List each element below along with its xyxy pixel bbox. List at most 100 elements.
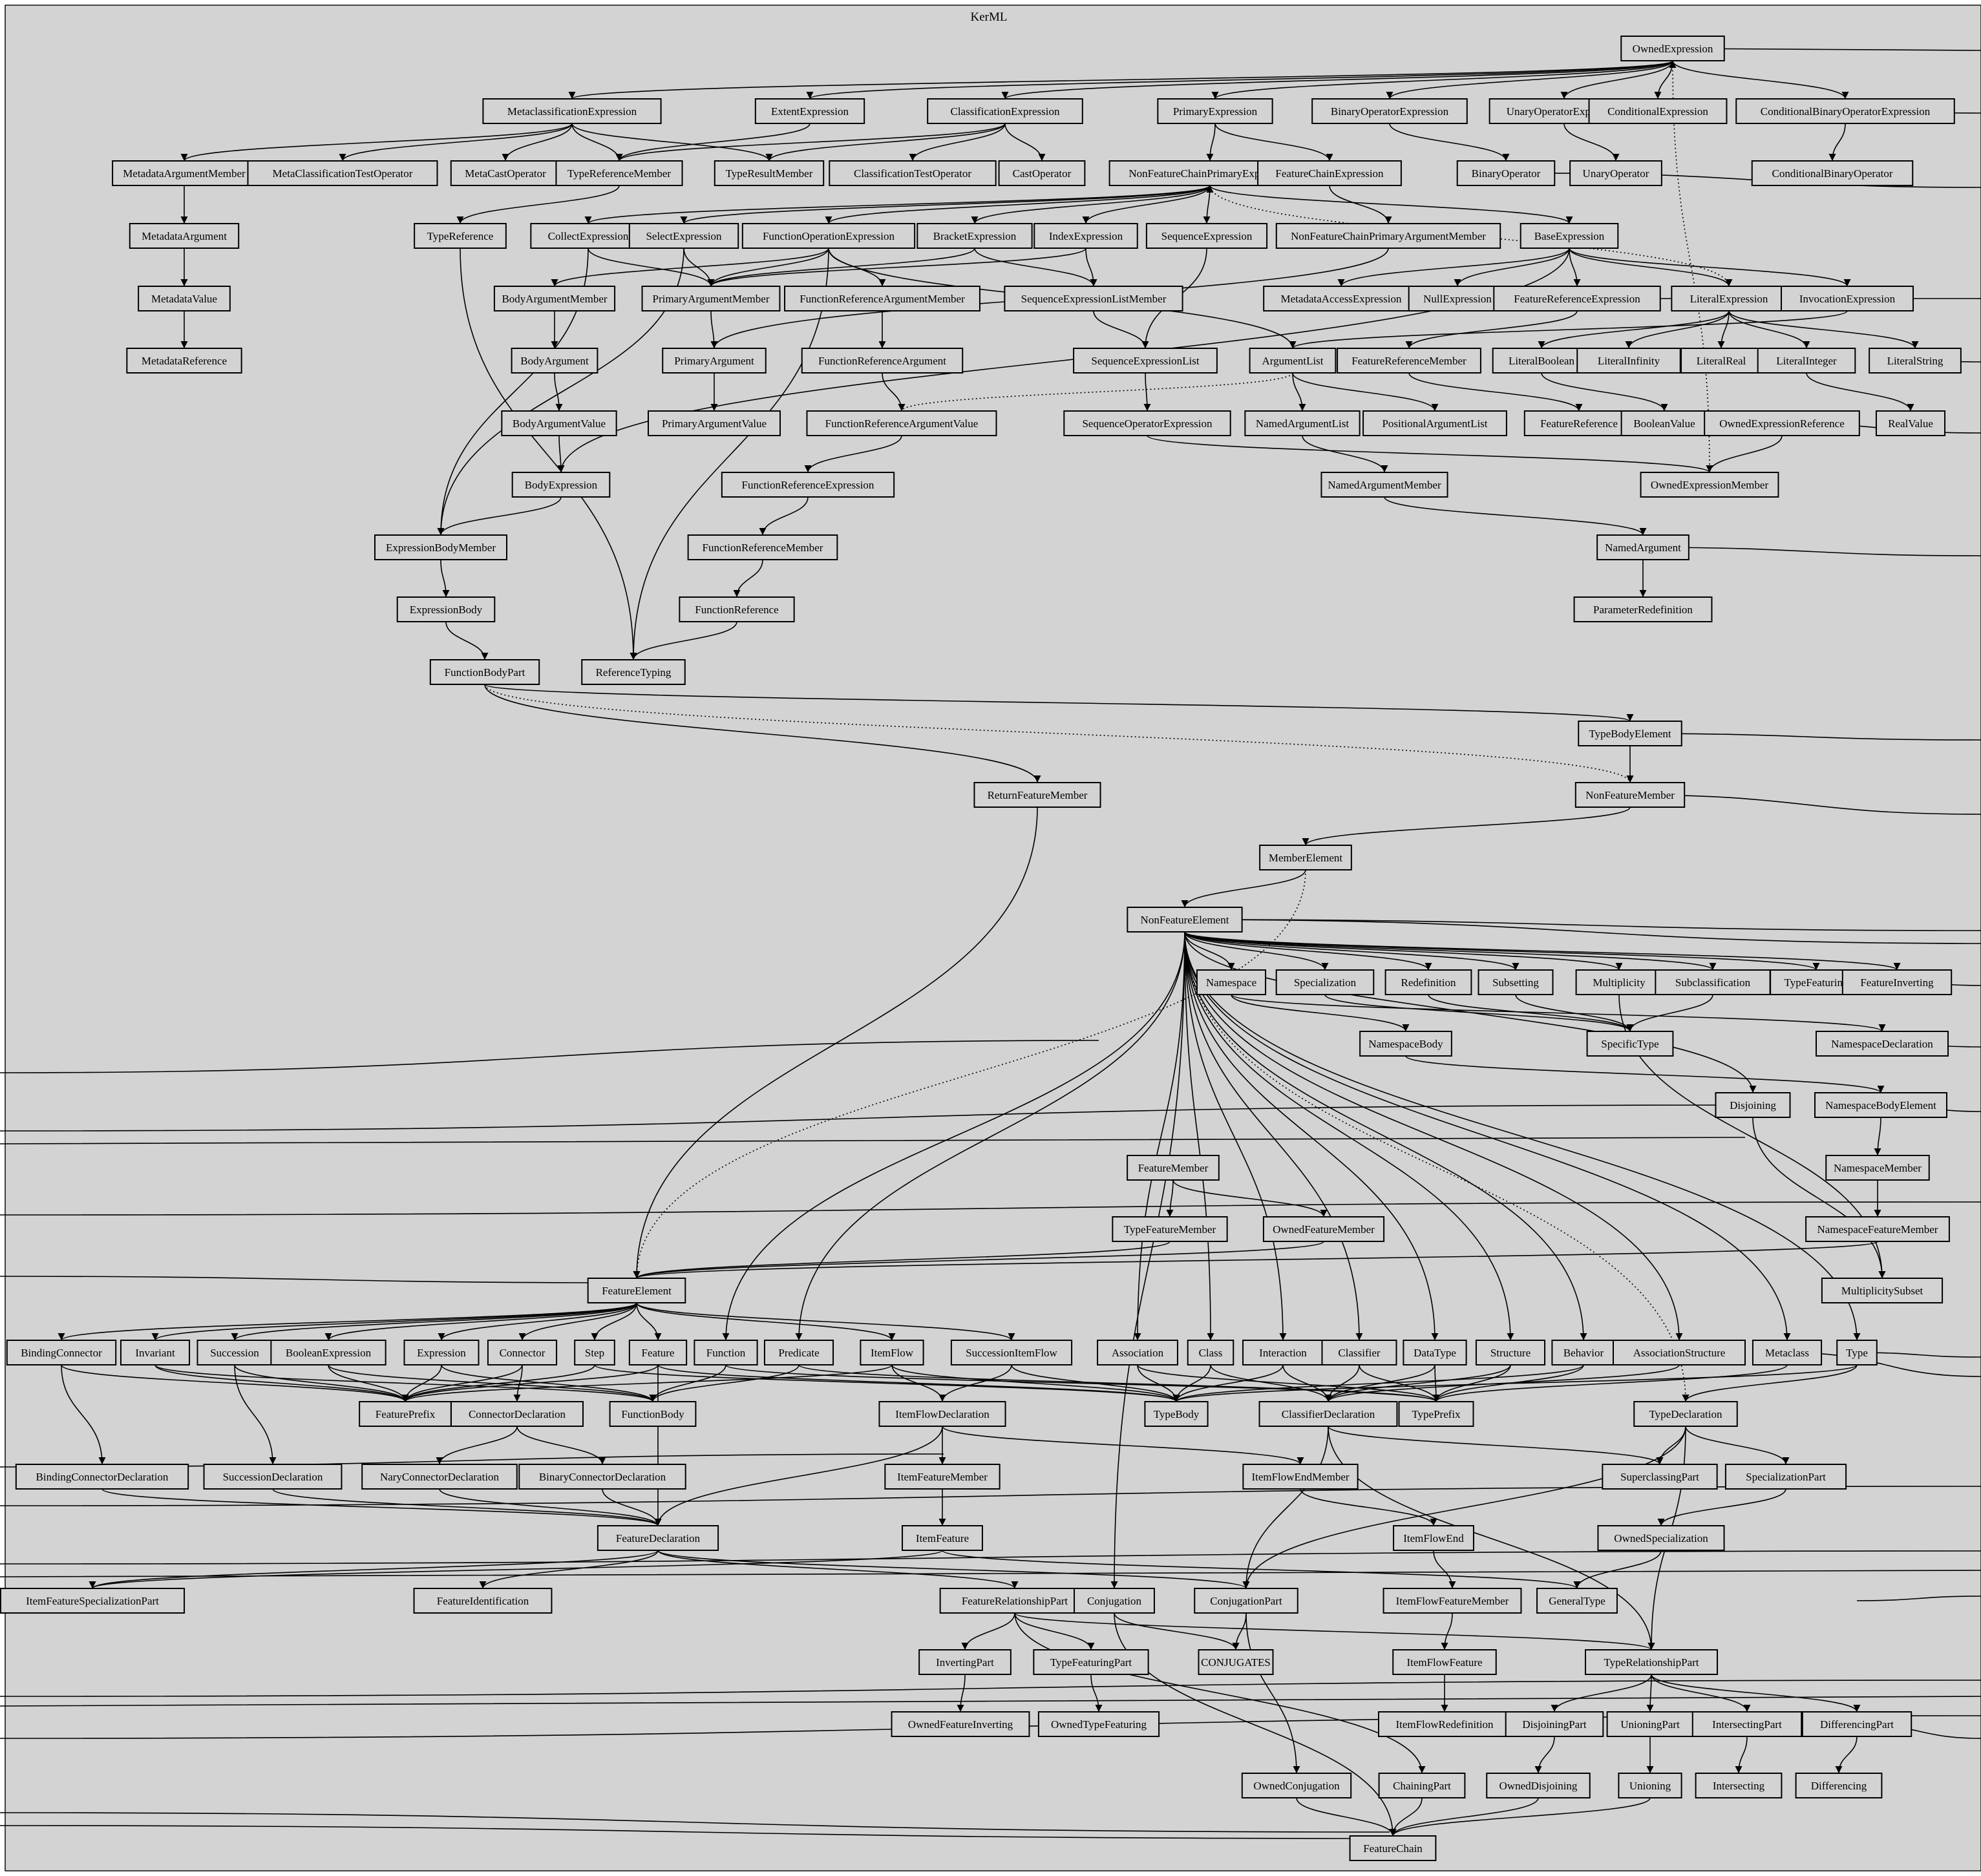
node-label: TypeBodyElement xyxy=(1589,728,1671,740)
node-box xyxy=(1781,286,1914,311)
node-box xyxy=(1263,286,1419,311)
node-box xyxy=(1752,1340,1823,1365)
node-label: SuccessionItemFlow xyxy=(966,1347,1057,1359)
edge-BodyExpression-to-ExpressionBodyMember xyxy=(437,496,562,536)
node-namespacebodyelement: NamespaceBodyElement xyxy=(1814,1092,1947,1118)
edge-ClassificationExpression-to-TypeReferenceMember xyxy=(615,123,1006,162)
edge-FeatureElement-to-Invariant xyxy=(151,1302,637,1341)
node-label: FunctionReference xyxy=(695,604,778,616)
edge-NonFeatureElement-to-FeatureInverting xyxy=(1184,931,1901,971)
node-label: FeatureChainExpression xyxy=(1275,167,1384,180)
node-box xyxy=(1574,782,1686,808)
edge-NonFeatureElement-to-Structure xyxy=(1184,931,1514,1341)
node-structure: Structure xyxy=(1475,1340,1546,1365)
edge-Type-to-TypeDeclaration xyxy=(1682,1364,1858,1402)
edge-OwnedExpression-to-PrimaryExpression xyxy=(1211,60,1673,100)
node-label: FunctionBody xyxy=(621,1408,684,1420)
node-box xyxy=(609,1401,697,1427)
edge-FeatureRelationshipPart-to-InvertingPart xyxy=(961,1612,1015,1650)
node-itemflow: ItemFlow xyxy=(860,1340,924,1365)
edge-SuccessionDeclaration-to-FeatureDeclaration xyxy=(272,1488,662,1526)
node-namespacebody: NamespaceBody xyxy=(1359,1031,1452,1057)
node-label: InvertingPart xyxy=(936,1656,994,1669)
node-box xyxy=(1144,1401,1209,1427)
node-expressionbody: ExpressionBody xyxy=(396,596,496,622)
node-box xyxy=(1821,1278,1944,1303)
edge-offscreen-15 xyxy=(0,1104,1746,1132)
node-box xyxy=(1523,410,1635,436)
node-label: OwnedConjugation xyxy=(1253,1780,1340,1792)
node-bodyargumentmember: BodyArgumentMember xyxy=(493,286,616,311)
node-conjugates: CONJUGATES xyxy=(1198,1649,1274,1675)
node-box xyxy=(1033,223,1138,249)
edge-FeatureRelationshipPart-to-ChainingPart xyxy=(1014,1612,1426,1774)
node-box xyxy=(1112,1216,1228,1242)
node-ownedexpressionreference: OwnedExpressionReference xyxy=(1704,410,1860,436)
node-box xyxy=(1757,348,1856,374)
node-box xyxy=(414,223,507,249)
node-metadataargumentmember: MetadataArgumentMember xyxy=(112,160,257,186)
edge-Conjugation-to-CONJUGATES xyxy=(1114,1612,1240,1650)
node-label: SelectExpression xyxy=(646,230,722,242)
node-label: GeneralType xyxy=(1549,1595,1605,1607)
node-box xyxy=(413,1588,553,1614)
node-label: FeatureDeclaration xyxy=(616,1532,701,1544)
node-itemfeature: ItemFeature xyxy=(902,1525,983,1551)
node-box xyxy=(597,1525,719,1551)
edge-ConditionalBinaryOperatorExpression-to-ConditionalBinaryOperator xyxy=(1828,123,1846,162)
node-box xyxy=(950,1340,1073,1365)
node-label: MetaCastOperator xyxy=(465,167,546,180)
node-label: ConditionalExpression xyxy=(1607,105,1708,118)
edge-offscreen-10 xyxy=(1184,919,1981,944)
node-box xyxy=(998,160,1086,186)
node-box xyxy=(396,596,496,622)
node-label: NamespaceDeclaration xyxy=(1831,1038,1933,1050)
node-box xyxy=(1242,1464,1359,1490)
node-label: OwnedExpression xyxy=(1633,43,1713,55)
node-functionreference: FunctionReference xyxy=(679,596,795,622)
node-box xyxy=(1258,1401,1398,1427)
edge-offscreen-30 xyxy=(1856,1596,1981,1601)
node-chainingpart: ChainingPart xyxy=(1378,1773,1466,1798)
edge-FeatureMember-to-TypeFeatureMember xyxy=(1166,1179,1174,1217)
edge-Namespace-to-NamespaceDeclaration xyxy=(1231,994,1886,1032)
edge-ClassifierDeclaration-to-SuperclassingPart xyxy=(1328,1426,1664,1465)
node-typereferencemember: TypeReferenceMember xyxy=(555,160,683,186)
node-label: IntersectingPart xyxy=(1712,1718,1782,1731)
edge-Succession-to-FeaturePrefix xyxy=(234,1364,409,1402)
node-label: NamespaceBodyElement xyxy=(1825,1099,1936,1112)
edge-MetaclassificationExpression-to-MetaCastOperator xyxy=(502,123,573,162)
node-itemfeaturespecializationpart: ItemFeatureSpecializationPart xyxy=(0,1588,185,1614)
edge-SpecializationPart-to-OwnedSpecialization xyxy=(1657,1488,1786,1526)
node-bodyargumentvalue: BodyArgumentValue xyxy=(501,410,617,436)
node-box xyxy=(1597,1525,1725,1551)
edge-BooleanExpression-to-FunctionBody xyxy=(328,1364,657,1402)
node-intersectingpart: IntersectingPart xyxy=(1691,1711,1803,1737)
node-box xyxy=(1836,1340,1878,1365)
node-nullexpression: NullExpression xyxy=(1408,286,1507,311)
node-box xyxy=(1196,969,1267,995)
node-namespacefeaturemember: NamespaceFeatureMember xyxy=(1805,1216,1950,1242)
edge-BracketExpression-to-SequenceExpressionListMember xyxy=(974,248,1097,287)
node-label: BinaryOperator xyxy=(1472,167,1541,180)
node-literalinteger: LiteralInteger xyxy=(1757,348,1856,374)
node-unioningpart: UnioningPart xyxy=(1606,1711,1694,1737)
edge-offscreen-17 xyxy=(0,1201,1981,1216)
node-label: FunctionReferenceExpression xyxy=(742,479,874,491)
node-box xyxy=(587,1278,686,1303)
node-argumentlist: ArgumentList xyxy=(1249,348,1337,374)
edge-NonFeatureElement-to-Type xyxy=(1184,931,1861,1341)
edge-ExpressionBody-to-FunctionBodyPart xyxy=(445,621,489,660)
edge-SequenceOperatorExpression-to-OwnedExpressionMember xyxy=(1147,435,1713,473)
edge-NonFeatureChainPrimaryExpression-to-IndexExpression xyxy=(1082,185,1211,224)
edge-LiteralExpression-to-LiteralReal xyxy=(1717,310,1730,349)
node-label: FeatureReference xyxy=(1540,417,1618,430)
node-expressionbodymember: ExpressionBodyMember xyxy=(374,534,507,560)
node-metaclassificationtestoperator: MetaClassificationTestOperator xyxy=(247,160,438,186)
node-box xyxy=(270,1340,387,1365)
node-box xyxy=(1715,1092,1791,1118)
edge-NonFeatureElement-to-Classifier xyxy=(1184,931,1363,1341)
node-itemflowredefinition: ItemFlowRedefinition xyxy=(1378,1711,1511,1737)
edge-UnaryOperatorExpression-to-UnaryOperator xyxy=(1563,123,1620,162)
edge-FeatureElement-to-SuccessionItemFlow xyxy=(636,1302,1015,1341)
